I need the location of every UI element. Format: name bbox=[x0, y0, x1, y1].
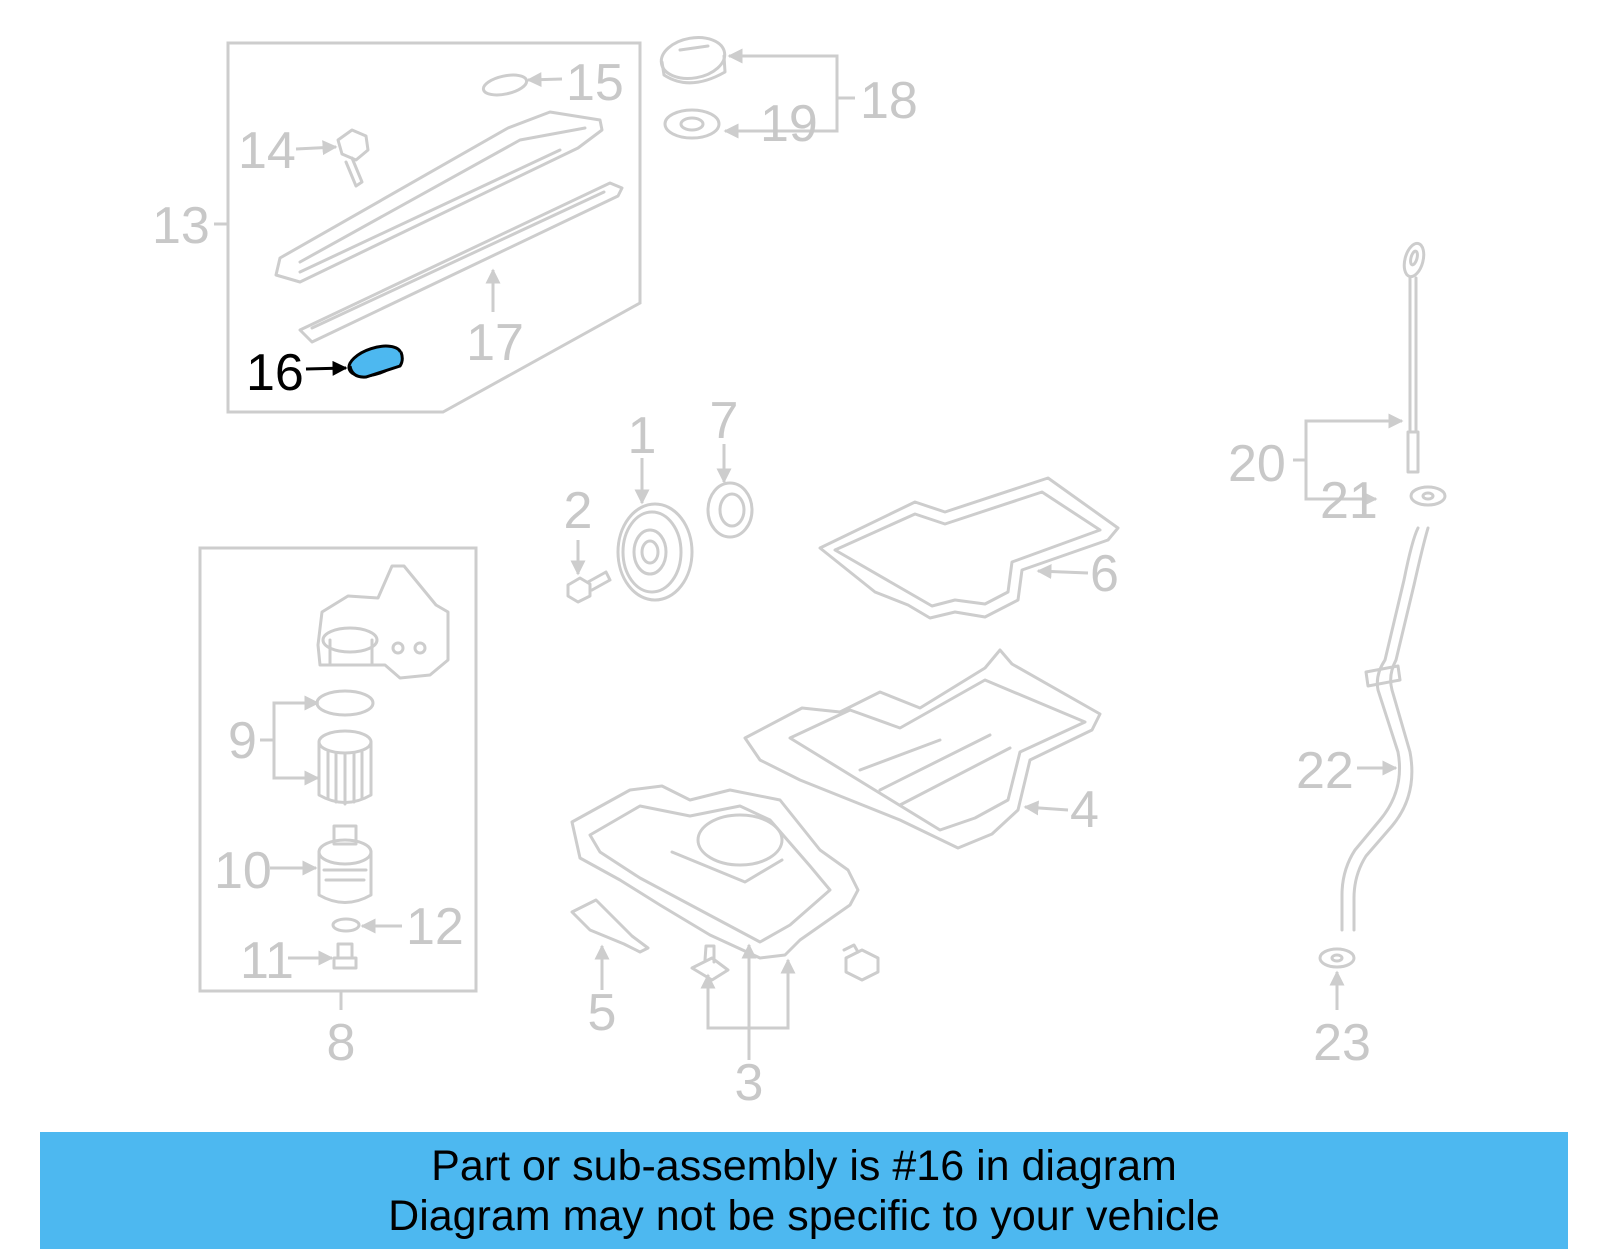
part-4-baffle bbox=[743, 648, 1102, 850]
callout-18: 18 bbox=[860, 72, 918, 130]
part-9-filter-element bbox=[317, 729, 373, 806]
callout-7: 7 bbox=[710, 392, 739, 450]
group-box-13 bbox=[226, 41, 642, 414]
info-banner: Part or sub-assembly is #16 in diagram D… bbox=[40, 1132, 1568, 1249]
callout-8: 8 bbox=[327, 1014, 356, 1072]
callout-3: 3 bbox=[735, 1054, 764, 1112]
part-5-sealant-tube bbox=[570, 898, 650, 954]
callout-22: 22 bbox=[1296, 742, 1354, 800]
part-3-oil-pan bbox=[570, 784, 860, 960]
part-3-drain-plug bbox=[842, 943, 880, 982]
callout-9: 9 bbox=[228, 712, 257, 770]
group-box-8 bbox=[198, 546, 478, 993]
part-7-seal bbox=[706, 481, 754, 539]
callout-21: 21 bbox=[1320, 472, 1378, 530]
part-18-oil-cap bbox=[659, 36, 727, 85]
callout-19: 19 bbox=[760, 95, 818, 153]
part-16-seal-highlighted bbox=[347, 344, 404, 379]
callout-20: 20 bbox=[1228, 435, 1286, 493]
callout-15: 15 bbox=[566, 54, 624, 112]
callout-11: 11 bbox=[240, 932, 294, 990]
callout-14: 14 bbox=[238, 122, 296, 180]
callout-6: 6 bbox=[1090, 545, 1119, 603]
banner-line-disclaimer: Diagram may not be specific to your vehi… bbox=[388, 1191, 1220, 1240]
part-11-drain-bolt bbox=[332, 942, 358, 970]
part-3-sensor bbox=[690, 944, 730, 982]
callout-16: 16 bbox=[246, 344, 304, 402]
part-12-washer bbox=[331, 917, 361, 933]
callout-1: 1 bbox=[628, 407, 657, 465]
part-2-bolt bbox=[566, 570, 612, 604]
part-1-pulley bbox=[616, 502, 694, 602]
part-17-gasket bbox=[298, 181, 624, 344]
part-6-gasket bbox=[818, 476, 1120, 620]
callout-10: 10 bbox=[214, 842, 272, 900]
part-22-dipstick-tube bbox=[1340, 526, 1430, 932]
part-8-housing bbox=[316, 564, 450, 680]
callout-17: 17 bbox=[466, 314, 524, 372]
callout-5: 5 bbox=[588, 984, 617, 1042]
callout-23: 23 bbox=[1313, 1014, 1371, 1072]
callout-2: 2 bbox=[564, 482, 593, 540]
part-15-o-ring bbox=[481, 73, 529, 97]
parts-diagram: 1 2 3 4 5 6 7 8 9 10 11 12 13 14 15 16 1… bbox=[152, 36, 1447, 1112]
banner-line-part-number: Part or sub-assembly is #16 in diagram bbox=[431, 1141, 1177, 1190]
part-20-dipstick bbox=[1402, 241, 1426, 474]
part-19-seal bbox=[663, 108, 721, 140]
callout-13: 13 bbox=[152, 197, 210, 255]
callout-4: 4 bbox=[1070, 781, 1099, 839]
part-13-cover bbox=[274, 110, 604, 284]
callout-12: 12 bbox=[406, 898, 464, 956]
part-14-sensor bbox=[336, 128, 370, 188]
part-23-washer bbox=[1318, 947, 1356, 969]
part-9-o-ring bbox=[315, 689, 375, 717]
part-21-o-ring bbox=[1409, 485, 1447, 507]
part-10-filter-cap bbox=[317, 824, 373, 904]
callout-16-leader bbox=[305, 360, 348, 376]
